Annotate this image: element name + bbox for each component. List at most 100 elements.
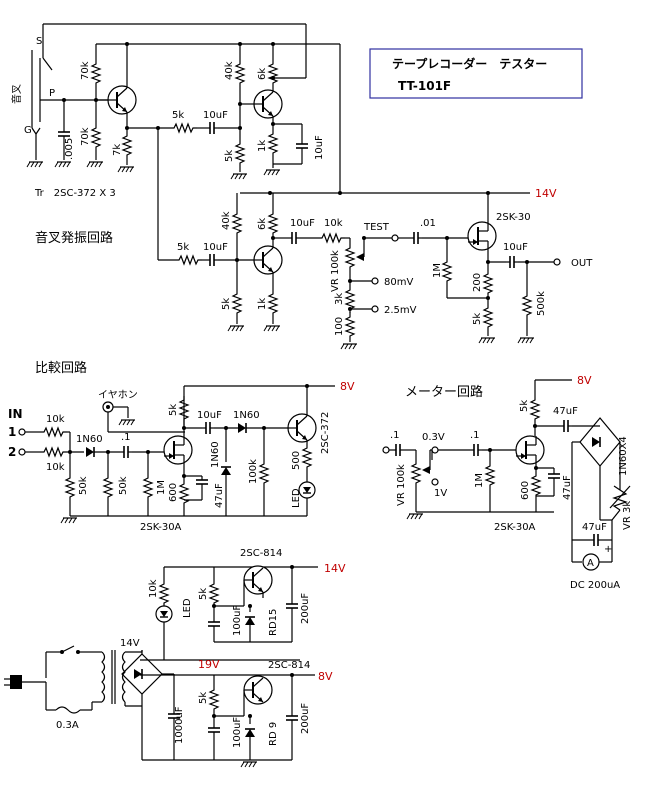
svg-text:200uF: 200uF: [300, 703, 311, 734]
earphone-label: イヤホン: [98, 389, 138, 401]
svg-text:6k: 6k: [257, 68, 268, 80]
tuning-fork-oscillator: S P G 音叉 .005 70k 70k 7k 5k 10uF 40k: [10, 23, 341, 246]
svg-text:100uF: 100uF: [232, 717, 243, 748]
power-supply: 14V 2SC-814 10k LED 5k 100uF RD15 200uF …: [4, 548, 346, 768]
svg-text:50k: 50k: [118, 476, 129, 495]
transformer: [101, 650, 126, 704]
svg-text:0.3V: 0.3V: [422, 432, 445, 443]
terminal-2.5mv[interactable]: [371, 305, 379, 313]
svg-text:5k: 5k: [198, 588, 209, 600]
fork-s-label: S: [36, 36, 42, 47]
svg-text:200uF: 200uF: [300, 593, 311, 624]
svg-text:2SC-814: 2SC-814: [268, 660, 310, 671]
terminal-0.3v[interactable]: [431, 446, 439, 454]
svg-text:5k: 5k: [177, 242, 189, 253]
svg-text:.01: .01: [420, 218, 436, 229]
svg-text:1000uF: 1000uF: [174, 706, 185, 744]
svg-text:A: A: [587, 558, 594, 569]
test-terminal[interactable]: [391, 234, 399, 242]
svg-text:10uF: 10uF: [314, 135, 325, 160]
svg-text:10uF: 10uF: [290, 218, 315, 229]
svg-text:1M: 1M: [432, 263, 443, 278]
transformer-secondary-label: 14V: [120, 638, 140, 649]
section-meter-title: メーター回路: [405, 384, 483, 400]
svg-text:2SK-30: 2SK-30: [496, 212, 531, 223]
svg-text:VR 100k: VR 100k: [396, 464, 407, 506]
transistor-note: Tr 2SC-372 X 3: [34, 188, 116, 199]
svg-text:47uF: 47uF: [562, 475, 573, 500]
svg-text:200: 200: [472, 273, 483, 292]
power-switch[interactable]: [61, 645, 75, 653]
svg-text:10k: 10k: [46, 462, 65, 473]
title-box: [369, 48, 583, 99]
svg-text:1N60: 1N60: [210, 441, 221, 468]
svg-text:70k: 70k: [80, 61, 91, 80]
svg-text:1M: 1M: [156, 480, 167, 495]
svg-text:100uF: 100uF: [232, 605, 243, 636]
svg-text:+: +: [604, 544, 612, 555]
svg-text:.1: .1: [121, 432, 131, 443]
svg-text:1N60: 1N60: [76, 434, 103, 445]
svg-text:2: 2: [8, 445, 16, 459]
svg-text:2SK-30A: 2SK-30A: [140, 522, 182, 533]
svg-text:.1: .1: [390, 430, 400, 441]
fork-g-label: G: [24, 125, 32, 136]
svg-text:500k: 500k: [536, 291, 547, 316]
svg-text:40k: 40k: [224, 61, 235, 80]
svg-text:80mV: 80mV: [384, 277, 413, 288]
svg-text:1V: 1V: [434, 488, 447, 499]
svg-text:600: 600: [520, 481, 531, 500]
svg-text:5k: 5k: [198, 692, 209, 704]
fork-label: 音叉: [10, 84, 23, 104]
terminal-1v[interactable]: [431, 478, 439, 486]
title-line2: TT-101F: [398, 79, 451, 93]
svg-text:VR 100k: VR 100k: [330, 250, 341, 292]
svg-text:10k: 10k: [148, 579, 159, 598]
svg-text:500: 500: [291, 451, 302, 470]
svg-text:10uF: 10uF: [503, 242, 528, 253]
svg-text:6k: 6k: [257, 218, 268, 230]
svg-text:2SC-372: 2SC-372: [320, 412, 331, 454]
fork-p-label: P: [49, 88, 55, 99]
svg-text:1N60: 1N60: [233, 410, 260, 421]
svg-text:5k: 5k: [168, 404, 179, 416]
svg-text:10uF: 10uF: [203, 110, 228, 121]
terminal-80mv[interactable]: [371, 277, 379, 285]
svg-text:10k: 10k: [324, 218, 343, 229]
supply-19v-label: 19V: [198, 658, 220, 671]
svg-text:10k: 10k: [46, 414, 65, 425]
svg-text:VR 3k: VR 3k: [622, 501, 633, 530]
section-comparator-title: 比較回路: [35, 360, 87, 376]
out-label: OUT: [571, 258, 593, 269]
svg-text:LED: LED: [182, 598, 193, 618]
out-terminal[interactable]: [553, 258, 561, 266]
svg-text:100: 100: [334, 317, 345, 336]
title-line1: テープレコーダー テスター: [392, 56, 547, 71]
svg-text:5k: 5k: [224, 150, 235, 162]
svg-text:1M: 1M: [474, 473, 485, 488]
svg-text:2.5mV: 2.5mV: [384, 305, 417, 316]
supply-14v-out-label: 14V: [324, 562, 346, 575]
test-label: TEST: [363, 222, 390, 233]
svg-text:RD 9: RD 9: [268, 722, 279, 746]
input-2-terminal[interactable]: [18, 448, 26, 456]
svg-text:5k: 5k: [172, 110, 184, 121]
svg-text:70k: 70k: [80, 127, 91, 146]
svg-text:47uF: 47uF: [582, 522, 607, 533]
svg-text:10uF: 10uF: [203, 242, 228, 253]
meter-circuit: メーター回路 8V 5k .1 VR 100k 0.3V 1V .1 1M 2S…: [382, 374, 633, 591]
svg-text:.005: .005: [64, 138, 75, 160]
svg-text:100k: 100k: [248, 459, 259, 484]
svg-text:40k: 40k: [221, 211, 232, 230]
meter-input-terminal[interactable]: [382, 446, 390, 454]
fuse: [55, 706, 81, 714]
svg-text:5k: 5k: [472, 313, 483, 325]
section-oscillator-title: 音叉発振回路: [35, 230, 113, 246]
svg-text:2SK-30A: 2SK-30A: [494, 522, 536, 533]
in-label: IN: [8, 407, 23, 421]
supply-8v-label-meter: 8V: [577, 374, 592, 387]
input-1-terminal[interactable]: [18, 428, 26, 436]
svg-text:50k: 50k: [78, 476, 89, 495]
svg-text:1N60X4: 1N60X4: [618, 436, 629, 476]
comparator-circuit: 比較回路 IN 1 2 10k 10k 50k 1N60 50k .1 1M イ…: [8, 360, 355, 533]
